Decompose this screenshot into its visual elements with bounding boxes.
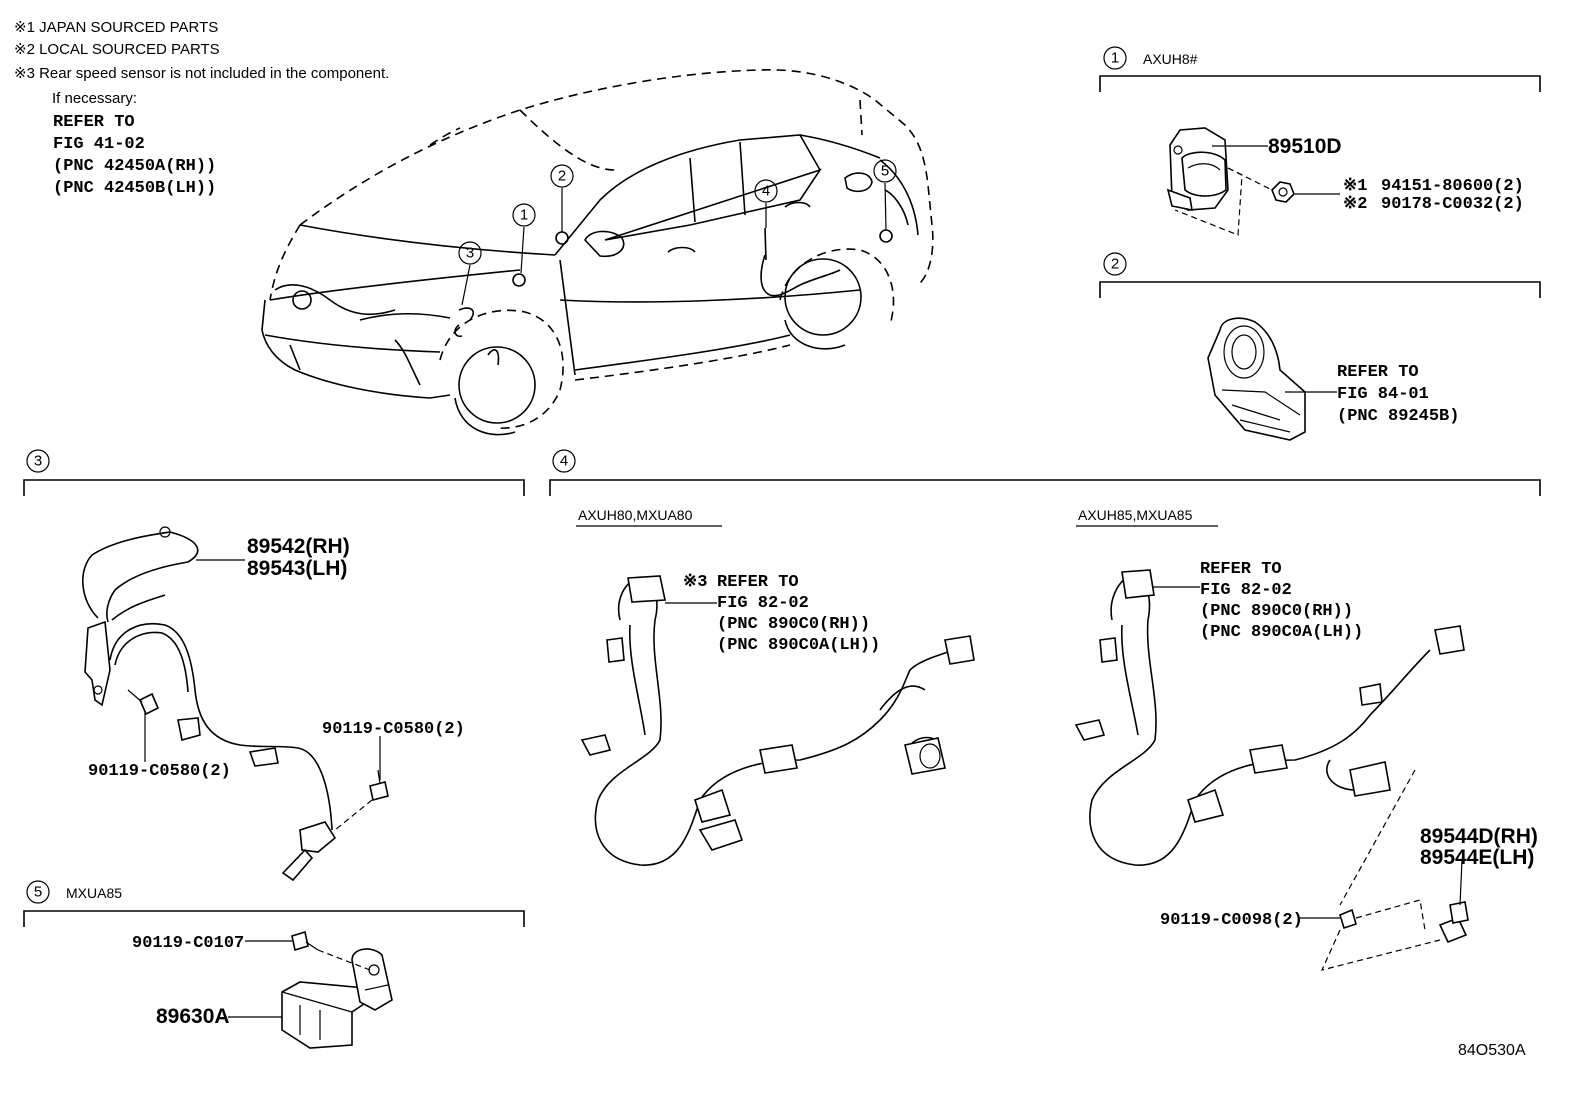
note-japan-sourced: ※1 JAPAN SOURCED PARTS (14, 19, 218, 36)
section-3-bracket (23, 479, 525, 496)
bolt-right-part-number: 90119-C0580(2) (322, 720, 465, 739)
part-number-90178-c0032: 90178-C0032(2) (1381, 195, 1524, 214)
steering-sensor-part (1207, 317, 1306, 441)
callout-4-label: 4 (762, 183, 770, 200)
callout-circle-4 (754, 179, 778, 203)
section-4-number: 4 (560, 453, 568, 470)
rear-harness-right (1074, 569, 1465, 866)
section-5: 5 MXUA85 90119-C0107 89630A (23, 880, 525, 1049)
bolt-section-4 (1339, 908, 1357, 930)
bolt-right (369, 769, 389, 801)
part-number-89544d-rh: 89544D(RH) (1420, 825, 1538, 848)
note-refer-to: REFER TO (53, 113, 135, 132)
section-4-right-refer-to: REFER TO (1200, 560, 1282, 579)
callout-circle-3 (458, 241, 482, 265)
bolt-section-5 (291, 930, 319, 952)
section-4-bracket (549, 479, 1541, 496)
section-4-left-pnc-lh: (PNC 890C0A(LH)) (717, 636, 880, 655)
section-1-bracket (1099, 75, 1541, 92)
section-4-left-pnc-rh: (PNC 890C0(RH)) (717, 615, 870, 634)
bolt-section-5-part-number: 90119-C0107 (132, 934, 244, 953)
note-pnc-rh: (PNC 42450A(RH)) (53, 157, 216, 176)
section-1-number: 1 (1111, 50, 1119, 67)
section-1-title: AXUH8# (1143, 51, 1198, 67)
callout-3-label: 3 (466, 245, 474, 262)
section-5-bracket (23, 910, 525, 927)
note-local-sourced: ※2 LOCAL SOURCED PARTS (14, 41, 220, 58)
section-4-left-variant: AXUH80,MXUA80 (578, 507, 693, 523)
part-number-89544e-lh: 89544E(LH) (1420, 846, 1534, 869)
section-4-number-circle (552, 449, 576, 473)
part-number-89510d: 89510D (1268, 135, 1342, 158)
section-4: 4 AXUH80,MXUA80 ※3 REFER TO FIG 82-02 (P… (549, 449, 1541, 971)
section-5-number-circle (26, 880, 50, 904)
figure-code: 84O530A (1458, 1042, 1526, 1059)
section-4-right-fig-ref: FIG 82-02 (1200, 581, 1292, 600)
section-4-right-pnc-rh: (PNC 890C0(RH)) (1200, 602, 1353, 621)
section-2-number-circle (1103, 252, 1127, 276)
callout-5-label: 5 (881, 163, 889, 180)
bolt-section-4-part-number: 90119-C0098(2) (1160, 911, 1303, 930)
bolt-left-part-number: 90119-C0580(2) (88, 762, 231, 781)
yaw-sensor-part (1166, 127, 1229, 212)
section-2-bracket (1099, 281, 1541, 298)
section-3-number-circle (26, 449, 50, 473)
part-number-94151-80600: 94151-80600(2) (1381, 177, 1524, 196)
section-4-right-pnc-lh: (PNC 890C0A(LH)) (1200, 623, 1363, 642)
note-rear-speed-sensor: ※3 Rear speed sensor is not included in … (14, 65, 389, 82)
part-number-89542-rh: 89542(RH) (247, 535, 350, 558)
rear-speed-sensor (1438, 901, 1469, 944)
section-5-title: MXUA85 (66, 885, 122, 901)
section-1: 1 AXUH8# 89510D ※1 94151-80600(2) ※2 901… (1099, 46, 1541, 236)
section-4-left-refer-to: REFER TO (717, 573, 799, 592)
section-2: 2 REFER TO FIG 84-01 (PNC 89245B) (1099, 252, 1541, 441)
notes-block: ※1 JAPAN SOURCED PARTS ※2 LOCAL SOURCED … (14, 19, 389, 198)
bolt-left (127, 689, 160, 716)
section-2-pnc: (PNC 89245B) (1337, 407, 1459, 426)
section-2-number: 2 (1111, 256, 1119, 273)
rear-harness-left (580, 575, 975, 866)
section-4-left-note: ※3 (683, 573, 707, 592)
note-fig-ref: FIG 41-02 (53, 135, 145, 154)
section-5-number: 5 (34, 884, 42, 901)
section-3-number: 3 (34, 453, 42, 470)
callout-circle-5 (873, 159, 897, 183)
callout-circle-2 (550, 164, 574, 188)
section-3: 3 8 (23, 449, 525, 882)
note-if-necessary: If necessary: (52, 90, 137, 107)
nut-part (1271, 181, 1295, 203)
section-4-left-fig-ref: FIG 82-02 (717, 594, 809, 613)
section-2-fig-ref: FIG 84-01 (1337, 385, 1429, 404)
speed-sensor-harness (82, 526, 337, 882)
section-1-note-1: ※1 (1343, 177, 1367, 196)
callout-2-label: 2 (558, 168, 566, 185)
section-1-note-2: ※2 (1343, 195, 1367, 214)
part-number-89630a: 89630A (156, 1005, 230, 1028)
section-2-refer-to: REFER TO (1337, 363, 1419, 382)
part-number-89543-lh: 89543(LH) (247, 557, 347, 580)
control-module-part (281, 948, 393, 1049)
callout-circle-1 (512, 203, 536, 227)
vehicle-illustration: 1 2 3 4 5 (261, 69, 934, 436)
note-pnc-lh: (PNC 42450B(LH)) (53, 179, 216, 198)
callout-1-label: 1 (520, 207, 528, 224)
section-1-number-circle (1103, 46, 1127, 70)
section-4-right-variant: AXUH85,MXUA85 (1078, 507, 1193, 523)
